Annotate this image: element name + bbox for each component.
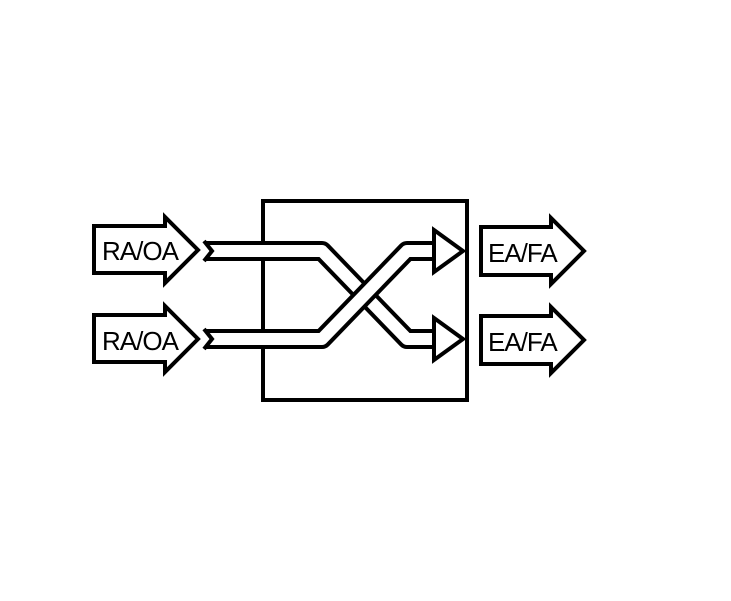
output-label-2: EA/FA [488, 327, 558, 357]
switch-box [261, 199, 469, 402]
channel-tail-bottom [202, 327, 215, 351]
input-arrow-1: RA/OA [92, 212, 201, 288]
output-arrow-2: EA/FA [479, 302, 587, 378]
input-label-2: RA/OA [102, 326, 180, 356]
crossing-channel-bottom-to-top [204, 226, 467, 349]
output-label-1: EA/FA [488, 238, 558, 268]
input-arrow-2: RA/OA [92, 301, 201, 377]
output-arrow-1: EA/FA [479, 213, 587, 289]
input-label-1: RA/OA [102, 236, 180, 266]
channel-tail-top [202, 239, 215, 263]
